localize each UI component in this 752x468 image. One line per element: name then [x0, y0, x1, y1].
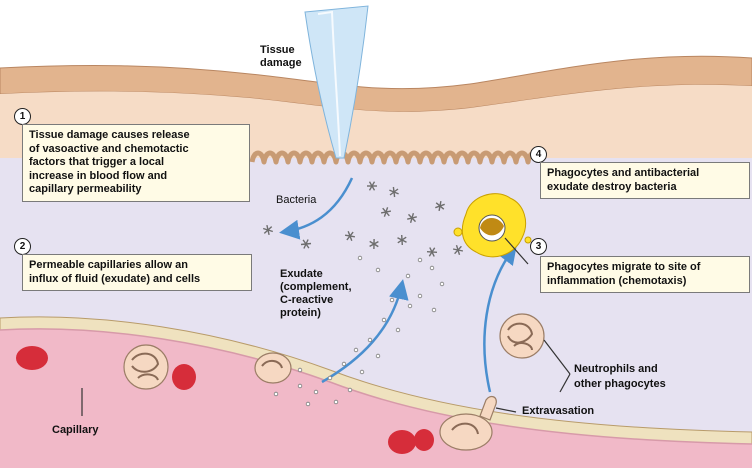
exudate-dot — [396, 328, 400, 332]
step-1-line4: increase in blood flow and — [29, 170, 243, 184]
label-neutrophils: Neutrophils and other phagocytes — [574, 362, 666, 392]
step-4-line1: Phagocytes and antibacterial — [547, 167, 743, 181]
label-tissue-damage: Tissue damage — [260, 44, 302, 70]
step-4-line2: exudate destroy bacteria — [547, 181, 743, 195]
exudate-dot — [432, 308, 436, 312]
exudate-dot — [334, 400, 338, 404]
step-2-number: 2 — [14, 238, 31, 255]
label-exudate-line2: (complement, — [280, 281, 352, 294]
label-capillary: Capillary — [52, 424, 98, 437]
exudate-dot — [408, 304, 412, 308]
label-exudate-line3: C-reactive — [280, 294, 352, 307]
exudate-dot — [358, 256, 362, 260]
step-3-number: 3 — [530, 238, 547, 255]
step-2-line1: Permeable capillaries allow an — [29, 259, 245, 273]
label-extravasation: Extravasation — [522, 405, 594, 418]
step-1-callout: Tissue damage causes release of vasoacti… — [22, 124, 250, 202]
step-1-number: 1 — [14, 108, 31, 125]
exudate-dot — [376, 268, 380, 272]
exudate-dot — [274, 392, 278, 396]
step-2-line2: influx of fluid (exudate) and cells — [29, 273, 245, 287]
exudate-dot — [298, 384, 302, 388]
neutrophil-vessel-2 — [255, 353, 291, 383]
label-tissue-damage-line1: Tissue — [260, 44, 302, 57]
exudate-dot — [328, 376, 332, 380]
exudate-dot — [406, 274, 410, 278]
step-4-number: 4 — [530, 146, 547, 163]
step-1-line3: factors that trigger a local — [29, 156, 243, 170]
label-bacteria: Bacteria — [276, 194, 316, 207]
exudate-dot — [360, 370, 364, 374]
exudate-dot — [430, 266, 434, 270]
neutrophil-tissue — [500, 314, 544, 358]
exudate-dot — [376, 354, 380, 358]
label-exudate-line4: protein) — [280, 307, 352, 320]
step-1-line1: Tissue damage causes release — [29, 129, 243, 143]
exudate-dot — [306, 402, 310, 406]
exudate-dot — [368, 338, 372, 342]
exudate-dot — [390, 298, 394, 302]
label-neutrophils-line1: Neutrophils and — [574, 362, 666, 377]
exudate-dot — [298, 368, 302, 372]
step-2-callout: Permeable capillaries allow an influx of… — [22, 254, 252, 291]
step-3-line2: inflammation (chemotaxis) — [547, 275, 743, 289]
step-3-line1: Phagocytes migrate to site of — [547, 261, 743, 275]
exudate-dot — [418, 294, 422, 298]
step-1-line2: of vasoactive and chemotactic — [29, 143, 243, 157]
exudate-dot — [342, 362, 346, 366]
exudate-dot — [382, 318, 386, 322]
exudate-dot — [440, 282, 444, 286]
exudate-dot — [314, 390, 318, 394]
label-tissue-damage-line2: damage — [260, 57, 302, 70]
label-exudate: Exudate (complement, C-reactive protein) — [280, 268, 352, 320]
exudate-dot — [354, 348, 358, 352]
label-neutrophils-line2: other phagocytes — [574, 377, 666, 392]
step-4-callout: Phagocytes and antibacterial exudate des… — [540, 162, 750, 199]
exudate-dot — [348, 388, 352, 392]
step-1-line5: capillary permeability — [29, 183, 243, 197]
step-3-callout: Phagocytes migrate to site of inflammati… — [540, 256, 750, 293]
exudate-dot — [418, 258, 422, 262]
neutrophil-vessel-1 — [124, 345, 168, 389]
label-exudate-line1: Exudate — [280, 268, 352, 281]
